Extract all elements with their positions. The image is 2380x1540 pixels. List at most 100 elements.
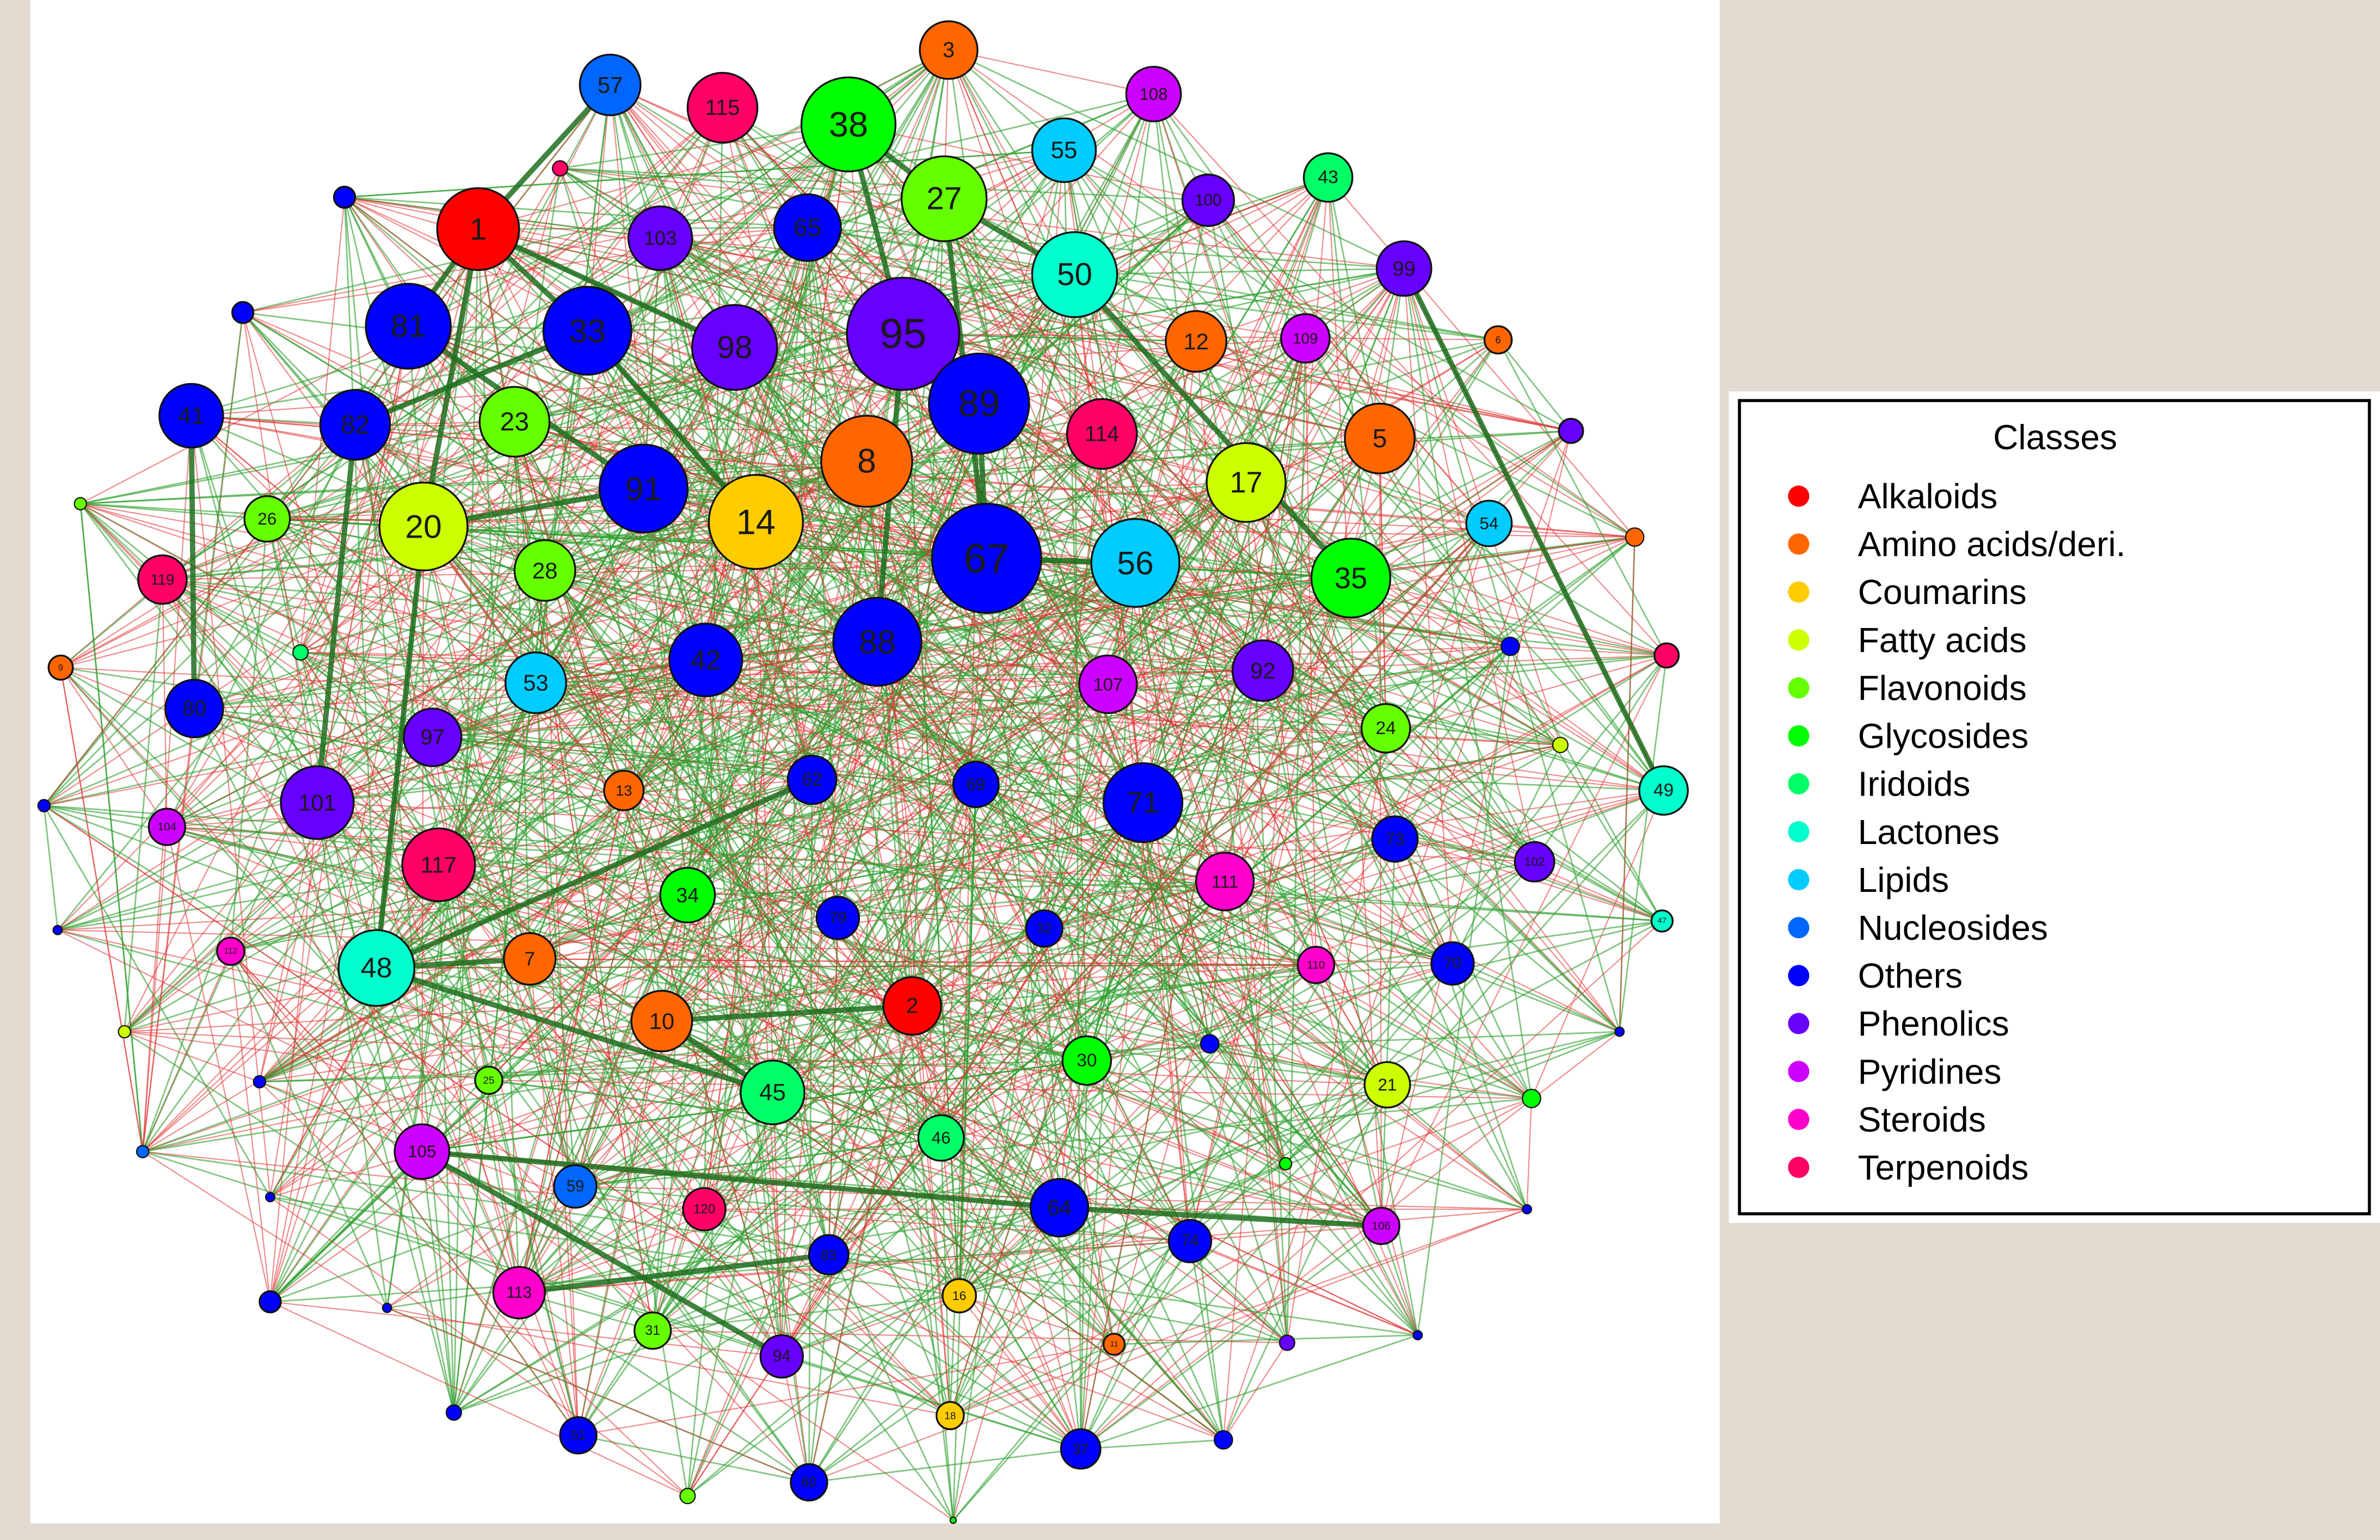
edge — [808, 1006, 913, 1483]
node-circle — [1522, 1088, 1541, 1108]
edge — [1063, 150, 1287, 1164]
edge — [652, 430, 1572, 1332]
node: 3 — [919, 20, 979, 80]
edge — [687, 802, 1143, 1496]
edge — [44, 805, 489, 1081]
node-circle — [627, 205, 693, 271]
edge — [80, 503, 1386, 729]
edge — [1153, 94, 1264, 671]
edge — [432, 736, 1143, 804]
node-label: 82 — [341, 410, 370, 440]
node: 108 — [1125, 66, 1182, 122]
node: 11 — [1102, 1333, 1126, 1356]
node-circle — [952, 760, 1000, 808]
legend-label: Terpenoids — [1858, 1148, 2029, 1187]
node-circle — [1102, 762, 1184, 843]
node — [73, 497, 88, 510]
edge — [194, 482, 1246, 710]
edge — [344, 196, 1115, 1345]
edge — [661, 461, 868, 1021]
edge — [354, 424, 960, 1296]
edge — [975, 784, 1287, 1165]
node-circle — [513, 539, 576, 602]
node — [1558, 417, 1584, 444]
node-circle — [253, 1075, 267, 1089]
node: 46 — [917, 1114, 965, 1162]
node: 13 — [603, 769, 645, 811]
edge — [807, 227, 1060, 1208]
edge — [124, 1031, 810, 1483]
node: 112 — [216, 937, 245, 966]
edge — [535, 682, 579, 1436]
node-circle — [445, 1404, 462, 1421]
node: 5 — [1344, 402, 1416, 475]
legend-item: Steroids — [1788, 1100, 1986, 1139]
edge — [1526, 1098, 1533, 1210]
edge — [1059, 802, 1144, 1208]
node-label: 5 — [1373, 424, 1387, 453]
node-circle — [1375, 240, 1432, 297]
edge — [300, 652, 439, 865]
node-circle — [936, 1401, 965, 1431]
node: 110 — [1296, 946, 1336, 984]
edge — [432, 736, 813, 781]
node: 105 — [393, 1123, 451, 1180]
edge — [142, 708, 195, 1152]
node-label: 20 — [405, 508, 441, 545]
edge — [828, 1254, 1288, 1344]
node: 49 — [1638, 765, 1689, 816]
node: 111 — [1195, 852, 1255, 911]
edge — [577, 274, 1075, 1436]
node-circle — [682, 1187, 727, 1231]
node-circle — [1280, 313, 1331, 364]
legend-label: Flavonoids — [1858, 668, 2027, 707]
edge — [876, 641, 1287, 1165]
node: 67 — [931, 503, 1042, 614]
edge — [986, 438, 1380, 559]
node: 32 — [1025, 909, 1063, 948]
edge — [317, 802, 951, 1416]
node-circle — [1296, 946, 1336, 984]
edge — [705, 227, 809, 661]
node-label: 108 — [1140, 84, 1168, 103]
edge — [44, 522, 1490, 806]
edge — [376, 967, 1382, 1227]
edge — [949, 670, 1264, 1416]
node: 80 — [164, 679, 224, 738]
edge — [408, 325, 1081, 1450]
node — [265, 1192, 275, 1203]
edge — [317, 802, 705, 1210]
node: 59 — [553, 1164, 598, 1209]
node: 88 — [832, 596, 923, 687]
node-circle — [158, 383, 224, 449]
edge — [242, 93, 1154, 313]
edge — [660, 237, 1075, 275]
node-circle — [147, 808, 186, 846]
edge — [60, 424, 356, 668]
edge — [376, 967, 1224, 1440]
edge — [902, 333, 1663, 922]
node: 30 — [1061, 1035, 1112, 1086]
node: 104 — [147, 808, 186, 846]
edge — [124, 579, 163, 1032]
node-circle — [846, 276, 961, 391]
edge — [535, 682, 576, 1187]
edge — [376, 965, 774, 1095]
edge — [300, 337, 1306, 653]
legend-label: Lactones — [1858, 812, 2000, 852]
edge — [421, 229, 481, 527]
edge — [1417, 646, 1511, 1335]
node-circle — [1483, 325, 1513, 355]
node-label: 35 — [1334, 562, 1367, 595]
legend-swatch — [1788, 1156, 1810, 1178]
node-circle — [1363, 1061, 1411, 1109]
edge — [952, 655, 1668, 1521]
edge — [376, 967, 1288, 1344]
edge — [300, 347, 735, 653]
node-label: 33 — [569, 312, 606, 349]
node-circle — [659, 867, 716, 923]
node-label: 105 — [408, 1142, 436, 1161]
edge — [661, 1020, 1060, 1209]
edge — [124, 1031, 1224, 1441]
edge — [1208, 200, 1490, 524]
